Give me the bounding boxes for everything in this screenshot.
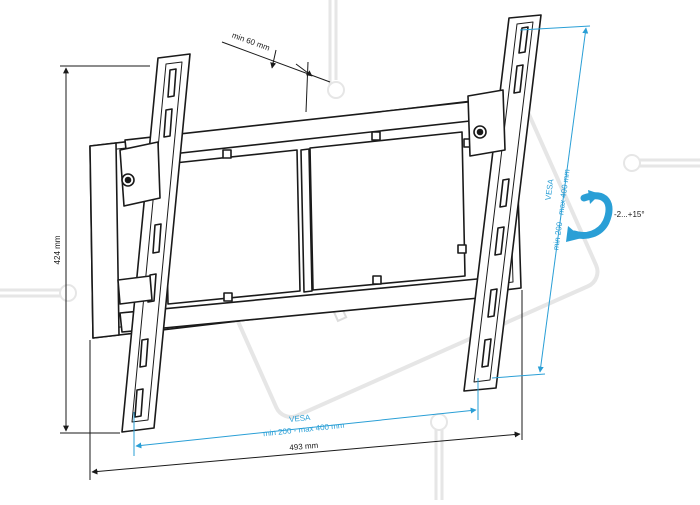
mount-hole (372, 275, 382, 285)
offset-arrow (270, 49, 277, 69)
left-window (164, 149, 301, 305)
hinge-knob-center (476, 128, 484, 136)
arm-slot (152, 223, 162, 254)
arm-slot (494, 226, 505, 256)
vesa-v-extension (491, 373, 546, 379)
arm-slot (487, 288, 498, 318)
vesa-vertical-dimension (491, 25, 591, 379)
height-label: 424 mm (53, 235, 62, 264)
width-label: 493 mm (289, 441, 319, 453)
arm-slot (518, 26, 529, 54)
right-window (309, 131, 466, 291)
vesa-horizontal-dimension (133, 378, 479, 456)
arm-slot (139, 338, 149, 368)
arm-slot (481, 338, 492, 368)
arm-slot (499, 178, 510, 208)
vesa-v-title: VESA (544, 178, 556, 201)
hinge-knob-center (124, 176, 132, 184)
watermark-circle (59, 284, 77, 302)
mount-hole (223, 292, 233, 302)
vesa-h-dim-line (135, 407, 477, 449)
center-divider (300, 148, 313, 293)
arm-slot (163, 108, 173, 138)
tilt-label: -2...+15° (614, 210, 645, 219)
mount-hole (371, 131, 381, 141)
right-hinge (467, 89, 506, 157)
tilt-arrow-head (588, 190, 600, 204)
watermark-circle (430, 413, 448, 431)
vesa-h-range: min 200 - max 400 mm (263, 421, 346, 439)
right-arm-inner (473, 21, 534, 383)
arm-slot (134, 388, 144, 418)
width-dim-line (91, 431, 521, 475)
left-hinge (119, 141, 161, 207)
tilt-arrow-icon (566, 190, 613, 242)
offset-extension (305, 61, 309, 113)
mount-hole (222, 149, 232, 159)
offset-label: min 60 mm (231, 31, 272, 53)
mount-hole (457, 244, 467, 254)
arm-slot (167, 68, 177, 98)
left-lower-clip (117, 275, 153, 305)
watermark-circle (327, 81, 345, 99)
offset-arrow (295, 63, 313, 77)
vesa-h-title: VESA (289, 413, 312, 424)
arm-slot (513, 64, 524, 94)
vesa-v-dim-line (537, 27, 589, 373)
offset-leader (221, 41, 331, 83)
offset-dimension (221, 41, 331, 113)
tilt-arrow-head (566, 226, 582, 242)
right-bracket-arm (463, 14, 542, 392)
left-frame-strip (89, 142, 120, 339)
tilt-arc (570, 192, 613, 239)
watermark-circle (623, 154, 641, 172)
